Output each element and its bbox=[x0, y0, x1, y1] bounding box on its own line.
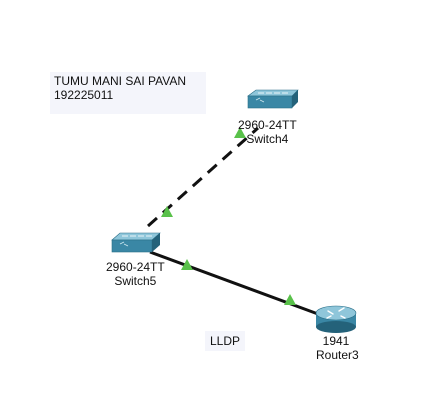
switch-icon bbox=[247, 89, 299, 109]
router3-name: Router3 bbox=[316, 348, 359, 362]
switch5-device[interactable] bbox=[111, 232, 161, 253]
protocol-note[interactable]: LLDP bbox=[205, 331, 246, 351]
name-note[interactable]: TUMU MANI SAI PAVAN 192225011 bbox=[50, 72, 206, 114]
switch5-name: Switch5 bbox=[114, 274, 157, 288]
router3-label: 1941 Router3 bbox=[316, 334, 359, 362]
switch4-device[interactable] bbox=[247, 89, 299, 109]
link-status-indicator bbox=[181, 259, 193, 270]
name-note-line1: TUMU MANI SAI PAVAN bbox=[54, 74, 187, 88]
link-status-indicator bbox=[284, 294, 296, 305]
switch5-label: 2960-24TT Switch5 bbox=[106, 260, 165, 288]
switch4-name: Switch4 bbox=[246, 132, 289, 146]
link-status-indicator bbox=[234, 127, 246, 138]
router3-model: 1941 bbox=[322, 334, 350, 348]
switch-icon bbox=[111, 232, 161, 253]
name-note-line2: 192225011 bbox=[54, 88, 114, 102]
link-status-indicator bbox=[161, 206, 173, 217]
router3-device[interactable] bbox=[315, 305, 357, 333]
switch4-model: 2960-24TT bbox=[238, 118, 297, 132]
switch5-model: 2960-24TT bbox=[106, 260, 165, 274]
switch4-label: 2960-24TT Switch4 bbox=[238, 118, 297, 146]
router-icon bbox=[315, 305, 357, 333]
